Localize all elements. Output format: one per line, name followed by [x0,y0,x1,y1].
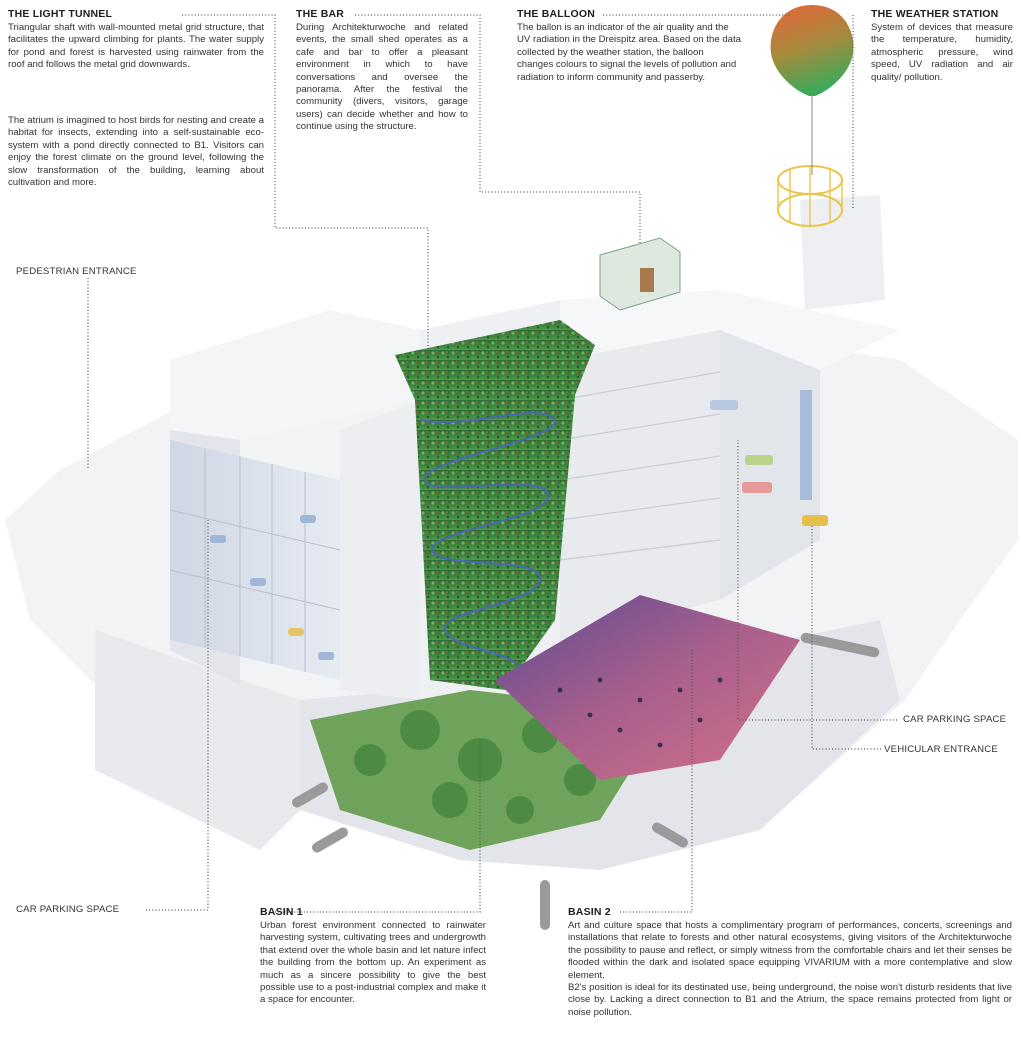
leader-light-tunnel [182,14,429,370]
light-tunnel-title: THE LIGHT TUNNEL [8,8,113,20]
balloon-title: THE BALLOON [517,8,596,20]
light-tunnel-atrium-description: The atrium is imagined to host birds for… [8,115,264,189]
pipes [292,632,880,930]
car-parking-space-right-label: CAR PARKING SPACE [903,714,1007,725]
parked-cars-left [210,515,334,660]
leader-basin1 [275,740,481,913]
leader-vehicular-entrance [811,525,881,750]
water-meander [419,412,556,671]
basin1-description: Urban forest environment connected to ra… [260,920,486,1006]
left-building-glass [170,440,340,680]
light-tunnel [395,320,595,690]
floor-slabs [559,371,721,561]
pedestrian-entrance-label: PEDESTRIAN ENTRANCE [16,266,137,277]
basin2-description: Art and culture space that hosts a compl… [568,920,1012,981]
balloon-description: The ballon is an indicator of the air qu… [517,22,741,83]
glass-mullions [169,448,341,672]
left-building-roof [170,310,420,440]
basement-block [95,630,300,850]
leader-basin2 [620,650,693,913]
right-building-side [560,330,720,640]
balloon [770,5,854,96]
basin2-b2-description: B2's position is ideal for its destinate… [568,982,1012,1018]
car-parking-space-left-label: CAR PARKING SPACE [16,904,120,915]
basin2-audience [557,677,723,748]
vertical-lift [800,390,812,500]
weather-station-description: System of devices that measure the tempe… [871,22,1013,83]
parked-cars-right [710,400,828,526]
vehicular-entrance-label: VEHICULAR ENTRANCE [884,744,998,755]
left-building-side [340,400,420,700]
basin1-trees [354,710,596,824]
leader-bar [355,14,641,245]
basin1-title: BASIN 1 [260,906,303,918]
weather-station-base [800,195,885,310]
leader-car-parking-right [737,440,897,721]
bar-title: THE BAR [296,8,345,20]
weather-station-title: THE WEATHER STATION [871,8,999,20]
basin2-floor [495,595,800,780]
light-tunnel-description: Triangular shaft with wall-mounted metal… [8,22,264,71]
bar-description: During Architekturwoche and related even… [296,22,468,133]
weather-ring-struts [777,166,843,226]
basin2-title: BASIN 2 [568,906,611,918]
